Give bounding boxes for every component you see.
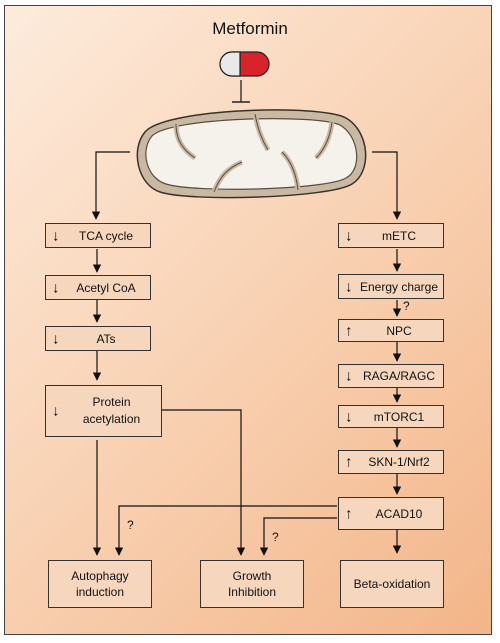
metc-box: ↓ mETC xyxy=(338,223,444,248)
energy-charge-label: Energy charge xyxy=(359,279,439,294)
growth-inhibition-line2: Inhibition xyxy=(227,585,277,599)
protein-acetylation-line1: Protein xyxy=(92,395,131,409)
protein-acetylation-box: ↓ Protein acetylation xyxy=(45,385,162,437)
raga-ragc-box: ↓ RAGA/RAGC xyxy=(338,364,444,388)
inhibition-symbol xyxy=(232,80,250,103)
down-arrow-icon: ↓ xyxy=(52,227,60,244)
autophagy-line2: induction xyxy=(75,585,125,599)
metc-label: mETC xyxy=(382,228,416,243)
down-arrow-icon: ↓ xyxy=(52,279,60,296)
skn1-nrf2-box: ↑ SKN-1/Nrf2 xyxy=(338,450,444,474)
skn1-nrf2-label: SKN-1/Nrf2 xyxy=(368,455,430,469)
down-arrow-icon: ↓ xyxy=(345,408,353,425)
npc-box: ↑ NPC xyxy=(338,319,444,342)
down-arrow-icon: ↓ xyxy=(52,330,60,347)
growth-inhibition-box: Growth Inhibition xyxy=(200,560,304,608)
uncertain-mark: ? xyxy=(127,518,134,532)
beta-oxidation-box: Beta-oxidation xyxy=(340,560,444,608)
protein-acetylation-line2: acetylation xyxy=(82,412,141,426)
page-title: Metformin xyxy=(212,19,288,38)
down-arrow-icon: ↓ xyxy=(52,402,60,420)
up-arrow-icon: ↑ xyxy=(345,505,353,522)
mtorc1-box: ↓ mTORC1 xyxy=(338,405,444,428)
autophagy-induction-box: Autophagy induction xyxy=(48,560,152,608)
up-arrow-icon: ↑ xyxy=(345,453,353,471)
beta-oxidation-label: Beta-oxidation xyxy=(353,577,431,591)
tca-cycle-label: TCA cycle xyxy=(78,228,133,243)
mitochondrion-icon xyxy=(136,109,367,199)
ats-label: ATs xyxy=(96,331,116,346)
acetyl-coa-box: ↓ Acetyl CoA xyxy=(45,275,151,300)
down-arrow-icon: ↓ xyxy=(345,367,353,385)
tca-cycle-box: ↓ TCA cycle xyxy=(45,223,151,248)
down-arrow-icon: ↓ xyxy=(345,278,353,295)
mtorc1-label: mTORC1 xyxy=(373,409,425,424)
acad10-box: ↑ ACAD10 xyxy=(338,497,444,530)
autophagy-line1: Autophagy xyxy=(71,569,129,583)
uncertain-mark: ? xyxy=(272,530,279,544)
acad10-label: ACAD10 xyxy=(375,506,423,521)
growth-inhibition-line1: Growth xyxy=(232,569,272,583)
ats-box: ↓ ATs xyxy=(45,326,151,351)
uncertain-mark: ? xyxy=(403,299,410,313)
raga-ragc-label: RAGA/RAGC xyxy=(362,369,435,383)
npc-label: NPC xyxy=(386,323,412,338)
metformin-capsule-icon xyxy=(219,51,270,77)
energy-charge-box: ↓ Energy charge xyxy=(338,274,444,299)
connector-lines xyxy=(91,151,402,556)
down-arrow-icon: ↓ xyxy=(345,227,353,244)
up-arrow-icon: ↑ xyxy=(345,322,353,339)
acetyl-coa-label: Acetyl CoA xyxy=(76,280,136,295)
